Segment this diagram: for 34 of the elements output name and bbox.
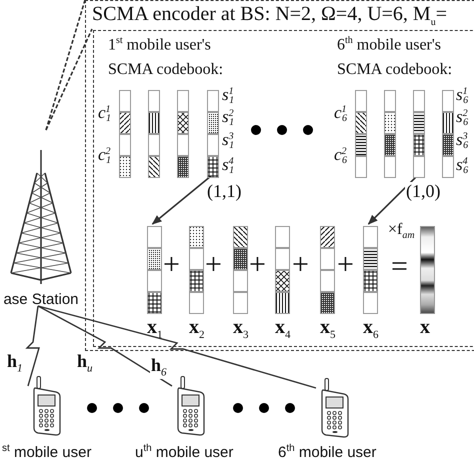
codebook-heading: 6$^{th}$ mobile user's [337, 36, 441, 54]
codeword-label: x$_{6}$ [363, 316, 378, 341]
operator-sign: + [249, 250, 266, 280]
codebook-heading: 1$^{st}$ mobile user's [108, 36, 211, 54]
edge-label: h$_{u}$ [76, 352, 94, 375]
codebook-heading: SCMA codebook: [337, 62, 452, 78]
operator-sign: = [391, 252, 408, 282]
codeword-label: x$_{3}$ [233, 316, 248, 341]
user-label: u$^{th}$ mobile user [135, 443, 234, 461]
wireless-link [38, 305, 316, 389]
operator-sign: + [292, 250, 309, 280]
codebook-heading: SCMA codebook: [108, 62, 224, 78]
zoom-line [45, 28, 93, 130]
station-label: ase Station [2, 291, 80, 308]
user-label: $^{st}$ mobile user [2, 443, 92, 461]
codeword-label: x$_{5}$ [320, 316, 336, 341]
arrow [152, 175, 212, 225]
operator-sign: + [337, 250, 354, 280]
user-label: 6$^{th}$ mobile user [278, 443, 376, 461]
wireless-link [25, 306, 40, 386]
codeword-label: x$_{4}$ [275, 316, 290, 341]
wireless-link [38, 305, 172, 387]
operator-sign: + [163, 250, 180, 280]
zoom-line [45, 0, 86, 130]
codeword-label: x$_{2}$ [189, 316, 204, 341]
edge-label: h$_{6}$ [150, 356, 168, 379]
codeword-label: x [420, 316, 430, 339]
encoder-title: SCMA encoder at BS: N=2, Ω=4, U=6, M$_{u}$= [92, 3, 447, 28]
scaling-label: ×f$_{am}$ [388, 222, 415, 242]
arrow [368, 175, 418, 225]
codeword-label: x$_{1}$ [147, 316, 162, 341]
operator-sign: + [205, 250, 222, 280]
edge-label: (1,0) [405, 182, 442, 200]
edge-label: (1,1) [206, 182, 242, 200]
